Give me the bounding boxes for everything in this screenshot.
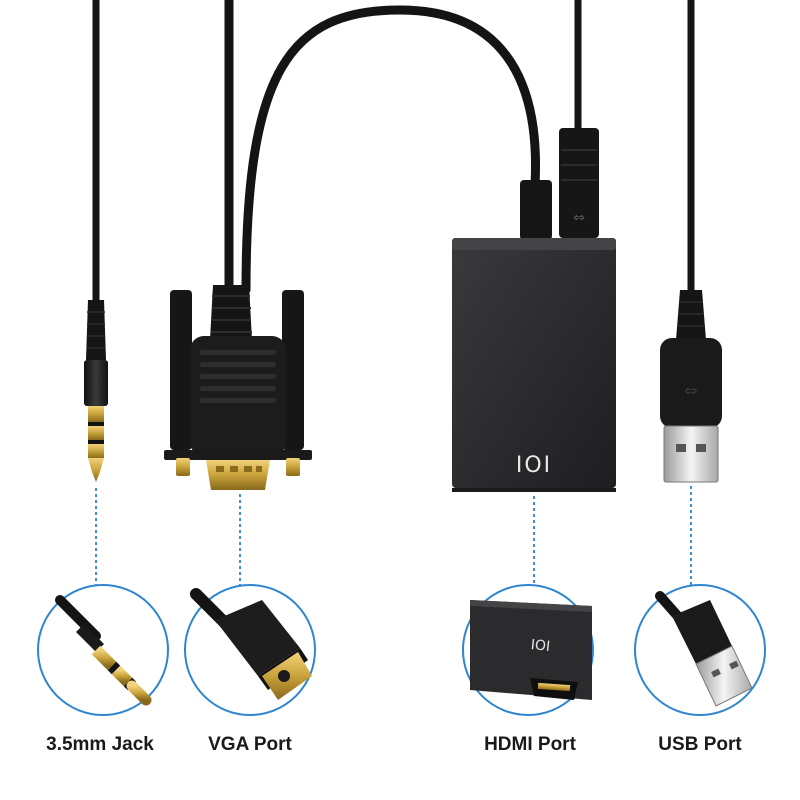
- svg-text:IOI: IOI: [530, 637, 551, 655]
- jack-label: 3.5mm Jack: [46, 734, 154, 755]
- usb-detail-circle: [634, 584, 766, 716]
- svg-text:⇔: ⇔: [573, 210, 585, 226]
- vga-connector: [164, 285, 312, 490]
- hdmi-logo: IOI: [516, 453, 552, 478]
- hdmi-label: HDMI Port: [484, 734, 576, 755]
- loop-cable: [241, 5, 541, 295]
- svg-text:⇔: ⇔: [684, 381, 697, 400]
- hdmi-adapter-body: ⇔ IOI: [452, 128, 616, 492]
- hdmi-detail-circle: IOI: [462, 584, 594, 716]
- usb-plug: ⇔: [660, 290, 722, 483]
- jack-detail-circle: [37, 584, 169, 716]
- audio-jack-plug: [84, 300, 108, 482]
- vga-label: VGA Port: [208, 734, 292, 755]
- usb-label: USB Port: [658, 734, 742, 755]
- leader-lines: [95, 486, 692, 585]
- vga-detail-circle: [184, 584, 316, 716]
- cables: [92, 0, 695, 304]
